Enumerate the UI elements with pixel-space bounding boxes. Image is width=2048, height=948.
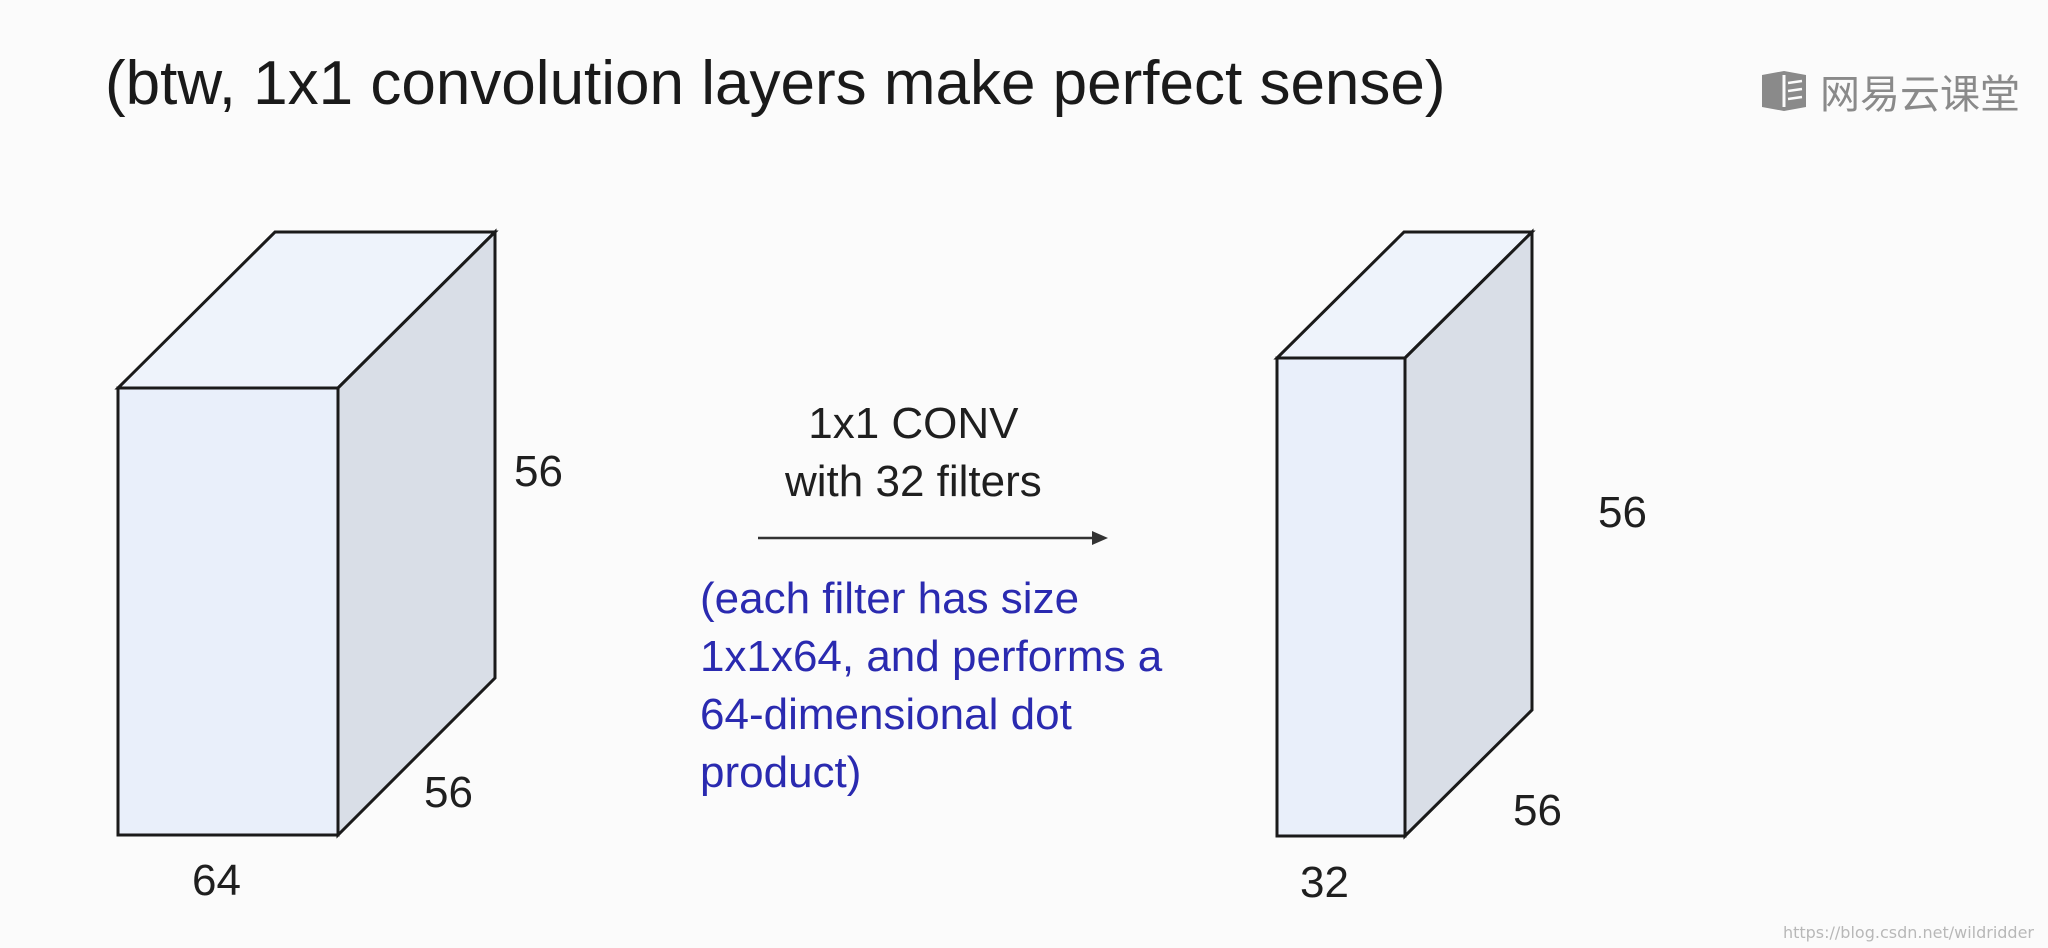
credit-watermark: https://blog.csdn.net/wildridder bbox=[1782, 923, 2034, 942]
operation-label: 1x1 CONV with 32 filters bbox=[785, 395, 1042, 511]
watermark: 网易云课堂 bbox=[1758, 62, 2020, 120]
output-volume bbox=[1273, 228, 1536, 840]
slide-title: (btw, 1x1 convolution layers make perfec… bbox=[105, 49, 1446, 118]
output-height-label: 56 bbox=[1598, 488, 1647, 537]
filter-note-line: product) bbox=[700, 748, 862, 797]
output-depth-label: 32 bbox=[1300, 858, 1349, 907]
operation-line-1: 1x1 CONV bbox=[808, 399, 1019, 448]
filter-note: (each filter has size 1x1x64, and perfor… bbox=[700, 570, 1162, 802]
output-volume-front-face bbox=[1275, 356, 1407, 838]
filter-note-line: 64-dimensional dot bbox=[700, 690, 1072, 739]
filter-note-line: 1x1x64, and performs a bbox=[700, 632, 1163, 681]
input-depth-label: 64 bbox=[192, 856, 241, 905]
input-volume-front-face bbox=[116, 386, 340, 837]
input-height-label: 56 bbox=[514, 447, 563, 496]
book-logo-icon bbox=[1762, 71, 1806, 111]
operation-line-2: with 32 filters bbox=[785, 457, 1042, 506]
filter-note-line: (each filter has size bbox=[700, 574, 1080, 623]
transform-arrow bbox=[758, 531, 1108, 545]
input-volume bbox=[114, 228, 499, 839]
input-width-label: 56 bbox=[424, 768, 473, 817]
watermark-text: 网易云课堂 bbox=[1820, 72, 2020, 118]
output-width-label: 56 bbox=[1513, 786, 1562, 835]
